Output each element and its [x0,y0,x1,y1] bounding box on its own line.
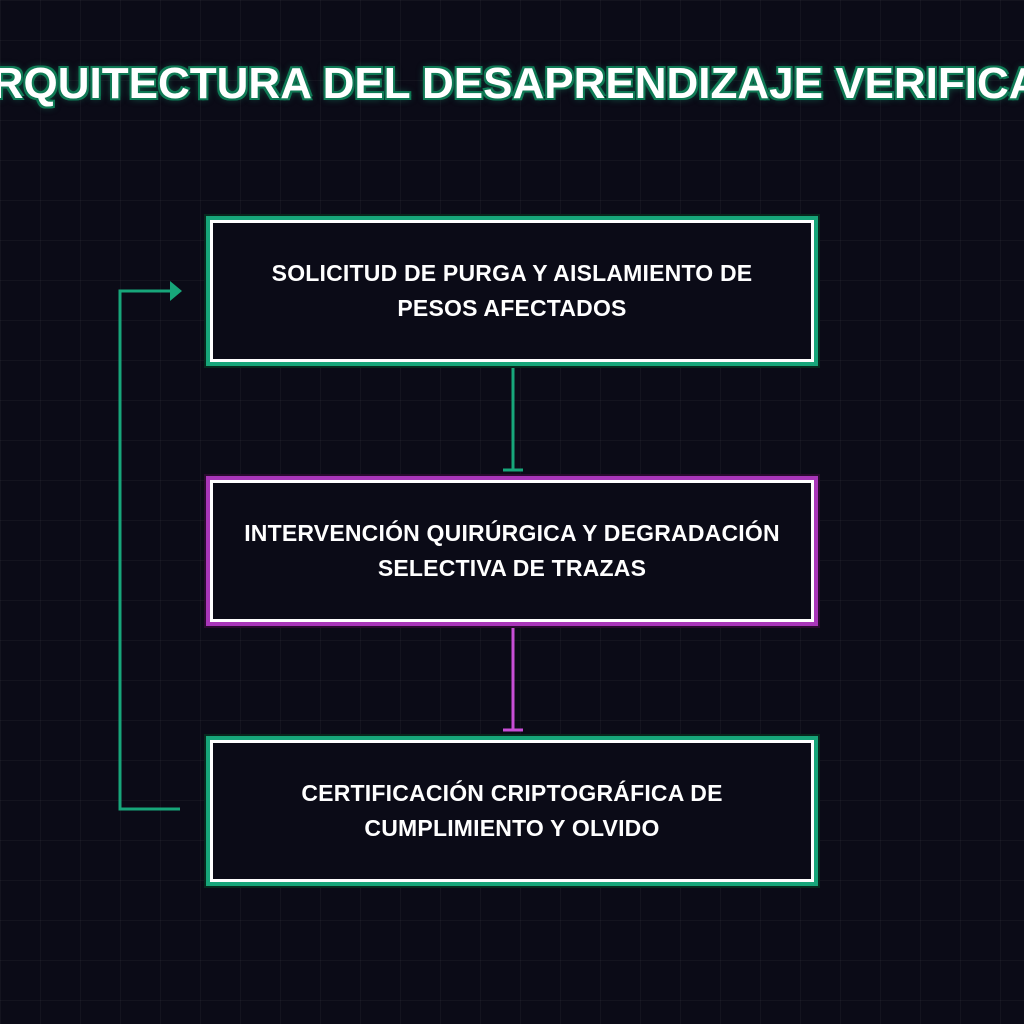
diagram-title: ARQUITECTURA DEL DESAPRENDIZAJE VERIFICA… [0,59,1024,108]
process-node-purge-request: SOLICITUD DE PURGA Y AISLAMIENTO DE PESO… [210,220,814,362]
feedback-loop-arrowhead [170,281,182,301]
process-node-certification: CERTIFICACIÓN CRIPTOGRÁFICA DE CUMPLIMIE… [210,740,814,882]
process-node-label: CERTIFICACIÓN CRIPTOGRÁFICA DE CUMPLIMIE… [301,780,723,841]
process-node-label: SOLICITUD DE PURGA Y AISLAMIENTO DE PESO… [271,260,753,321]
process-node-surgical-intervention: INTERVENCIÓN QUIRÚRGICA Y DEGRADACIÓN SE… [210,480,814,622]
feedback-loop-connector [118,289,180,811]
process-node-label: INTERVENCIÓN QUIRÚRGICA Y DEGRADACIÓN SE… [244,520,780,581]
